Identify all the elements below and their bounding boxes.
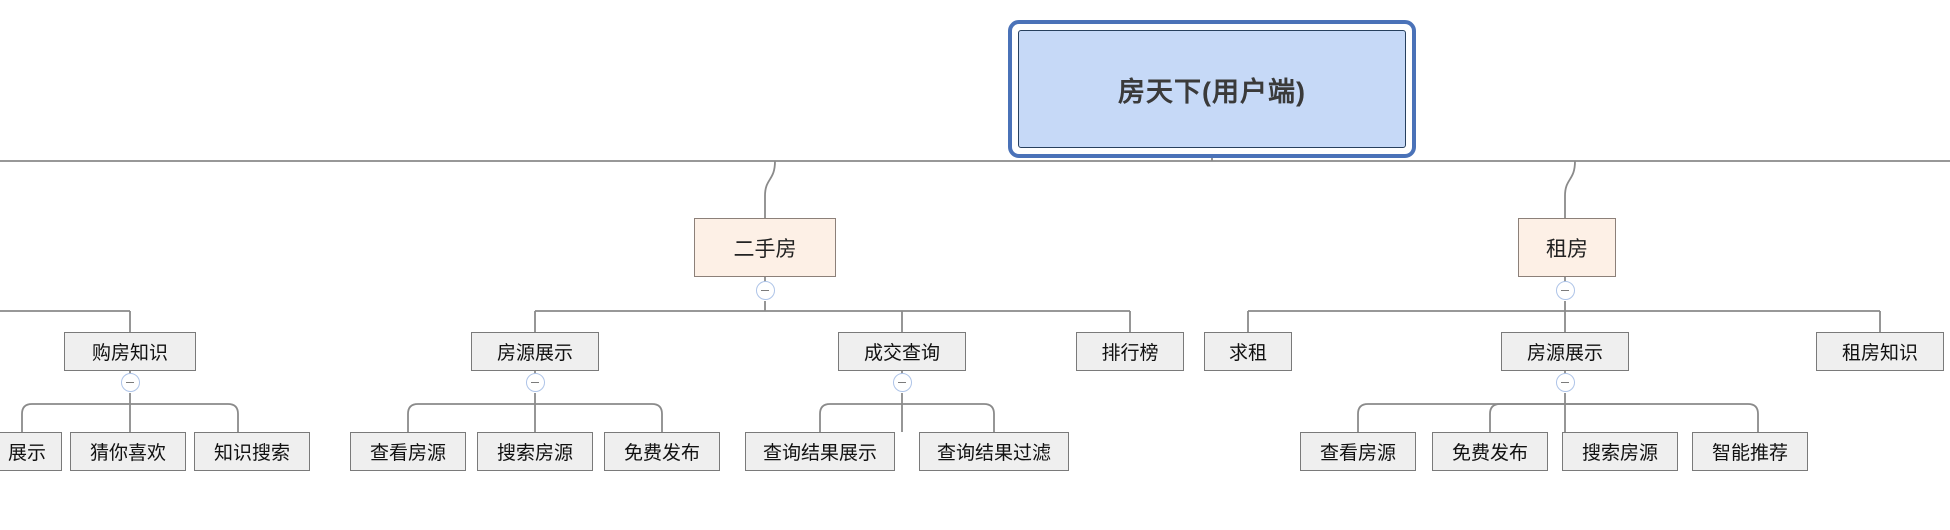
leaf-chakanfangyuan-left-label: 查看房源 (369, 443, 446, 464)
leaf-zhanshi-label: 展示 (7, 443, 46, 464)
leaf-cainixihuan-label: 猜你喜欢 (89, 443, 166, 464)
collapse-toggle-ershoufang[interactable] (755, 281, 775, 300)
node-zufangzhishi[interactable]: 租房知识 (1816, 332, 1944, 371)
node-paihangbang-label: 排行榜 (1101, 343, 1159, 364)
node-chengjiaochaxun[interactable]: 成交查询 (838, 332, 966, 371)
node-ershoufang-label: 二手房 (733, 237, 797, 261)
leaf-cainixihuan[interactable]: 猜你喜欢 (70, 432, 186, 471)
collapse-toggle-chengjiaochaxun[interactable] (892, 373, 912, 392)
leaf-chaxunjieguoguolv[interactable]: 查询结果过滤 (919, 432, 1069, 471)
collapse-toggle-fangyuanzhanshi-left[interactable] (525, 373, 545, 392)
collapse-toggle-goufangzhishi[interactable] (120, 373, 140, 392)
minus-icon (898, 381, 906, 384)
root-selection-outline (1008, 20, 1416, 158)
collapse-toggle-zufang[interactable] (1555, 281, 1575, 300)
collapse-toggle-fangyuanzhanshi-right[interactable] (1555, 373, 1575, 392)
minus-icon (1561, 289, 1569, 292)
node-fangyuanzhanshi-right[interactable]: 房源展示 (1501, 332, 1629, 371)
leaf-mianfeifabu-right-label: 免费发布 (1451, 443, 1528, 464)
node-paihangbang[interactable]: 排行榜 (1076, 332, 1184, 371)
leaf-mianfeifabu-left-label: 免费发布 (623, 443, 700, 464)
node-goufangzhishi[interactable]: 购房知识 (64, 332, 196, 371)
node-chengjiaochaxun-label: 成交查询 (863, 343, 940, 364)
leaf-chakanfangyuan-left[interactable]: 查看房源 (350, 432, 466, 471)
node-qiuzu-label: 求租 (1228, 343, 1267, 364)
leaf-chaxunjieguozhanshi-label: 查询结果展示 (762, 443, 877, 464)
leaf-chakanfangyuan-right[interactable]: 查看房源 (1300, 432, 1416, 471)
leaf-zhishisousuo-label: 知识搜索 (213, 443, 290, 464)
minus-icon (761, 289, 769, 292)
minus-icon (126, 381, 134, 384)
node-zufangzhishi-label: 租房知识 (1841, 343, 1918, 364)
node-zufang-label: 租房 (1546, 237, 1588, 261)
leaf-mianfeifabu-left[interactable]: 免费发布 (604, 432, 720, 471)
leaf-sousuofangyuan-right[interactable]: 搜索房源 (1562, 432, 1678, 471)
leaf-zhishisousuo[interactable]: 知识搜索 (194, 432, 310, 471)
node-fangyuanzhanshi-right-label: 房源展示 (1526, 343, 1603, 364)
node-fangyuanzhanshi-left[interactable]: 房源展示 (471, 332, 599, 371)
leaf-mianfeifabu-right[interactable]: 免费发布 (1432, 432, 1548, 471)
leaf-sousuofangyuan-left[interactable]: 搜索房源 (477, 432, 593, 471)
node-root[interactable]: 房天下(用户端) (1018, 30, 1406, 148)
minus-icon (531, 381, 539, 384)
node-ershoufang[interactable]: 二手房 (694, 218, 836, 277)
node-root-label: 房天下(用户端) (1118, 76, 1306, 107)
node-fangyuanzhanshi-left-label: 房源展示 (496, 343, 573, 364)
leaf-zhinengtuijian-label: 智能推荐 (1711, 443, 1788, 464)
minus-icon (1561, 381, 1569, 384)
node-qiuzu[interactable]: 求租 (1204, 332, 1292, 371)
node-goufangzhishi-label: 购房知识 (91, 343, 168, 364)
leaf-zhinengtuijian[interactable]: 智能推荐 (1692, 432, 1808, 471)
leaf-sousuofangyuan-left-label: 搜索房源 (496, 443, 573, 464)
node-zufang[interactable]: 租房 (1518, 218, 1616, 277)
leaf-chakanfangyuan-right-label: 查看房源 (1319, 443, 1396, 464)
leaf-sousuofangyuan-right-label: 搜索房源 (1581, 443, 1658, 464)
root-selection-inner-ring (1013, 25, 1411, 153)
leaf-chaxunjieguozhanshi[interactable]: 查询结果展示 (745, 432, 895, 471)
leaf-chaxunjieguoguolv-label: 查询结果过滤 (936, 443, 1051, 464)
leaf-zhanshi[interactable]: 展示 (0, 432, 62, 471)
